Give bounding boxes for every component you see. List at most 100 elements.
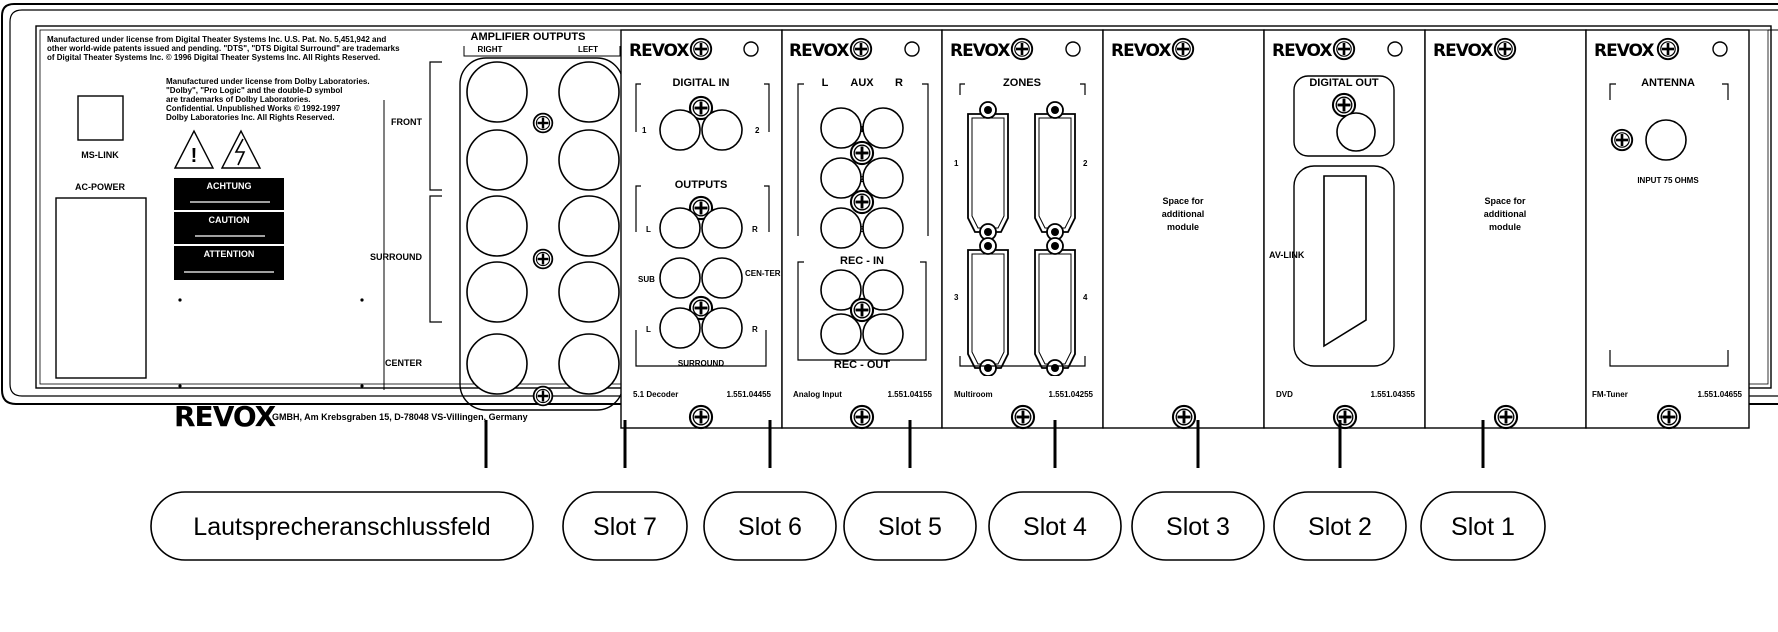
amp-jack-surround-right — [466, 195, 528, 257]
digital-out-frame — [1293, 75, 1395, 157]
amp-front-label: FRONT — [391, 117, 422, 127]
output-center-label: CEN-TER — [745, 269, 781, 278]
slot7-revox-logo: REVOX — [629, 41, 689, 61]
callout-label-slot: Slot 7 — [593, 513, 657, 541]
output-jack-l — [659, 207, 701, 249]
callout-pill — [843, 491, 977, 561]
zone-2-label: 2 — [1083, 159, 1088, 168]
surround-r-label: R — [752, 325, 758, 334]
aux1-label: 1 — [860, 125, 865, 134]
rec-out-label: REC - OUT — [834, 359, 891, 371]
surround-label: SURROUND — [678, 359, 724, 368]
screw-icon — [1010, 37, 1034, 61]
callout-label-slot: Slot 5 — [878, 513, 942, 541]
callout-label-slot: Slot 2 — [1308, 513, 1372, 541]
avlink-label: AV-LINK — [1269, 250, 1305, 260]
dolby-license-text: Manufactured under license from Dolby La… — [166, 77, 370, 122]
aux-l-label: L — [822, 77, 829, 89]
antenna-label: ANTENNA — [1641, 77, 1695, 89]
callout-label-slot: Slot 6 — [738, 513, 802, 541]
amp-jack-surround-left — [558, 195, 620, 257]
slot-3-module: REVOX DIGITAL OUT AV-LINK DVD 1.551.0435… — [1263, 29, 1426, 430]
dts-line-1: Manufactured under license from Digital … — [47, 35, 386, 44]
output-sub-label: SUB — [638, 275, 655, 284]
rec-in-label: REC - IN — [840, 255, 884, 267]
callout-pill — [1273, 491, 1407, 561]
screw-icon — [1332, 37, 1356, 61]
rec-in-jack-r — [862, 269, 904, 311]
screw-icon — [1610, 128, 1634, 152]
callout-pill — [1420, 491, 1546, 561]
rec-in-jack-l — [820, 269, 862, 311]
slot1-part-number: 1.551.04655 — [1698, 390, 1743, 399]
warning-labels: ACHTUNG CAUTION ATTENTION — [174, 178, 284, 280]
led-indicator — [1712, 41, 1728, 57]
slot6-revox-logo: REVOX — [789, 41, 849, 61]
amp-jack-front-left — [558, 61, 620, 123]
amp-center-label: CENTER — [385, 358, 423, 368]
digital-out-jack — [1336, 112, 1376, 152]
screw-icon — [1493, 37, 1517, 61]
zone-3-label: 3 — [954, 293, 959, 302]
dolby-line-2: "Dolby", "Pro Logic" and the double-D sy… — [166, 86, 343, 95]
slot7-module-name: 5.1 Decoder — [633, 390, 678, 399]
aux-r-label: R — [895, 77, 903, 89]
screw-icon — [1171, 404, 1197, 430]
slot-6-module: REVOX L AUX R 1 2 3 REC - IN REC - OUT A… — [781, 29, 943, 430]
slot3-revox-logo: REVOX — [1272, 41, 1332, 61]
callout-pill — [150, 491, 534, 561]
screw-icon — [849, 189, 875, 215]
avlink-frame — [1293, 165, 1395, 367]
slot2-revox-logo: REVOX — [1433, 41, 1493, 61]
antenna-input-label: INPUT 75 OHMS — [1637, 176, 1699, 185]
aux3-jack-r — [862, 207, 904, 249]
led-indicator — [743, 41, 759, 57]
avlink-connector — [1323, 175, 1367, 348]
callout-pill — [562, 491, 688, 561]
amp-surround-label: SURROUND — [370, 252, 423, 262]
aux2-jack-l — [820, 157, 862, 199]
callout-pill — [703, 491, 837, 561]
screw-icon — [532, 385, 554, 407]
slot5-part-number: 1.551.04255 — [1049, 390, 1094, 399]
dolby-line-3: are trademarks of Dolby Laboratories. — [166, 95, 311, 104]
led-indicator — [1065, 41, 1081, 57]
callout-label-speaker-panel: Lautsprecheranschlussfeld — [193, 513, 490, 541]
company-address: GMBH, Am Krebsgraben 15, D-78048 VS-Vill… — [272, 412, 528, 422]
aux1-jack-r — [862, 107, 904, 149]
slot-5-module: REVOX ZONES 1 2 3 4 Multiroom 1.551.0425… — [941, 29, 1104, 430]
led-indicator — [904, 41, 920, 57]
antenna-jack — [1645, 119, 1687, 161]
screw-icon — [688, 404, 714, 430]
ac-power-label: AC-POWER — [75, 182, 125, 192]
aux2-jack-r — [862, 157, 904, 199]
callout-label-slot: Slot 4 — [1023, 513, 1087, 541]
slot1-module-name: FM-Tuner — [1592, 390, 1628, 399]
led-indicator — [1387, 41, 1403, 57]
lightning-triangle-icon — [220, 129, 262, 169]
zone-4-connector — [1034, 237, 1076, 376]
surround-jack-r — [701, 307, 743, 349]
screw-icon — [849, 404, 875, 430]
screw-icon — [689, 37, 713, 61]
surround-jack-l — [659, 307, 701, 349]
slot5-revox-logo: REVOX — [950, 41, 1010, 61]
screw-icon — [1493, 404, 1519, 430]
ms-link-label: MS-LINK — [81, 150, 119, 160]
rec-out-jack-r — [862, 313, 904, 355]
zone-1-label: 1 — [954, 159, 959, 168]
output-r-label: R — [752, 225, 758, 234]
aux1-jack-l — [820, 107, 862, 149]
dts-line-2: other world-wide patents issued and pend… — [47, 44, 400, 53]
rec-out-jack-l — [820, 313, 862, 355]
amp-jack-front-left-2 — [558, 129, 620, 191]
screw-icon — [532, 248, 554, 270]
aux3-jack-l — [820, 207, 862, 249]
digital-out-label: DIGITAL OUT — [1309, 77, 1379, 89]
slot3-part-number: 1.551.04355 — [1371, 390, 1416, 399]
slot6-module-name: Analog Input — [793, 390, 842, 399]
screw-icon — [532, 112, 554, 134]
